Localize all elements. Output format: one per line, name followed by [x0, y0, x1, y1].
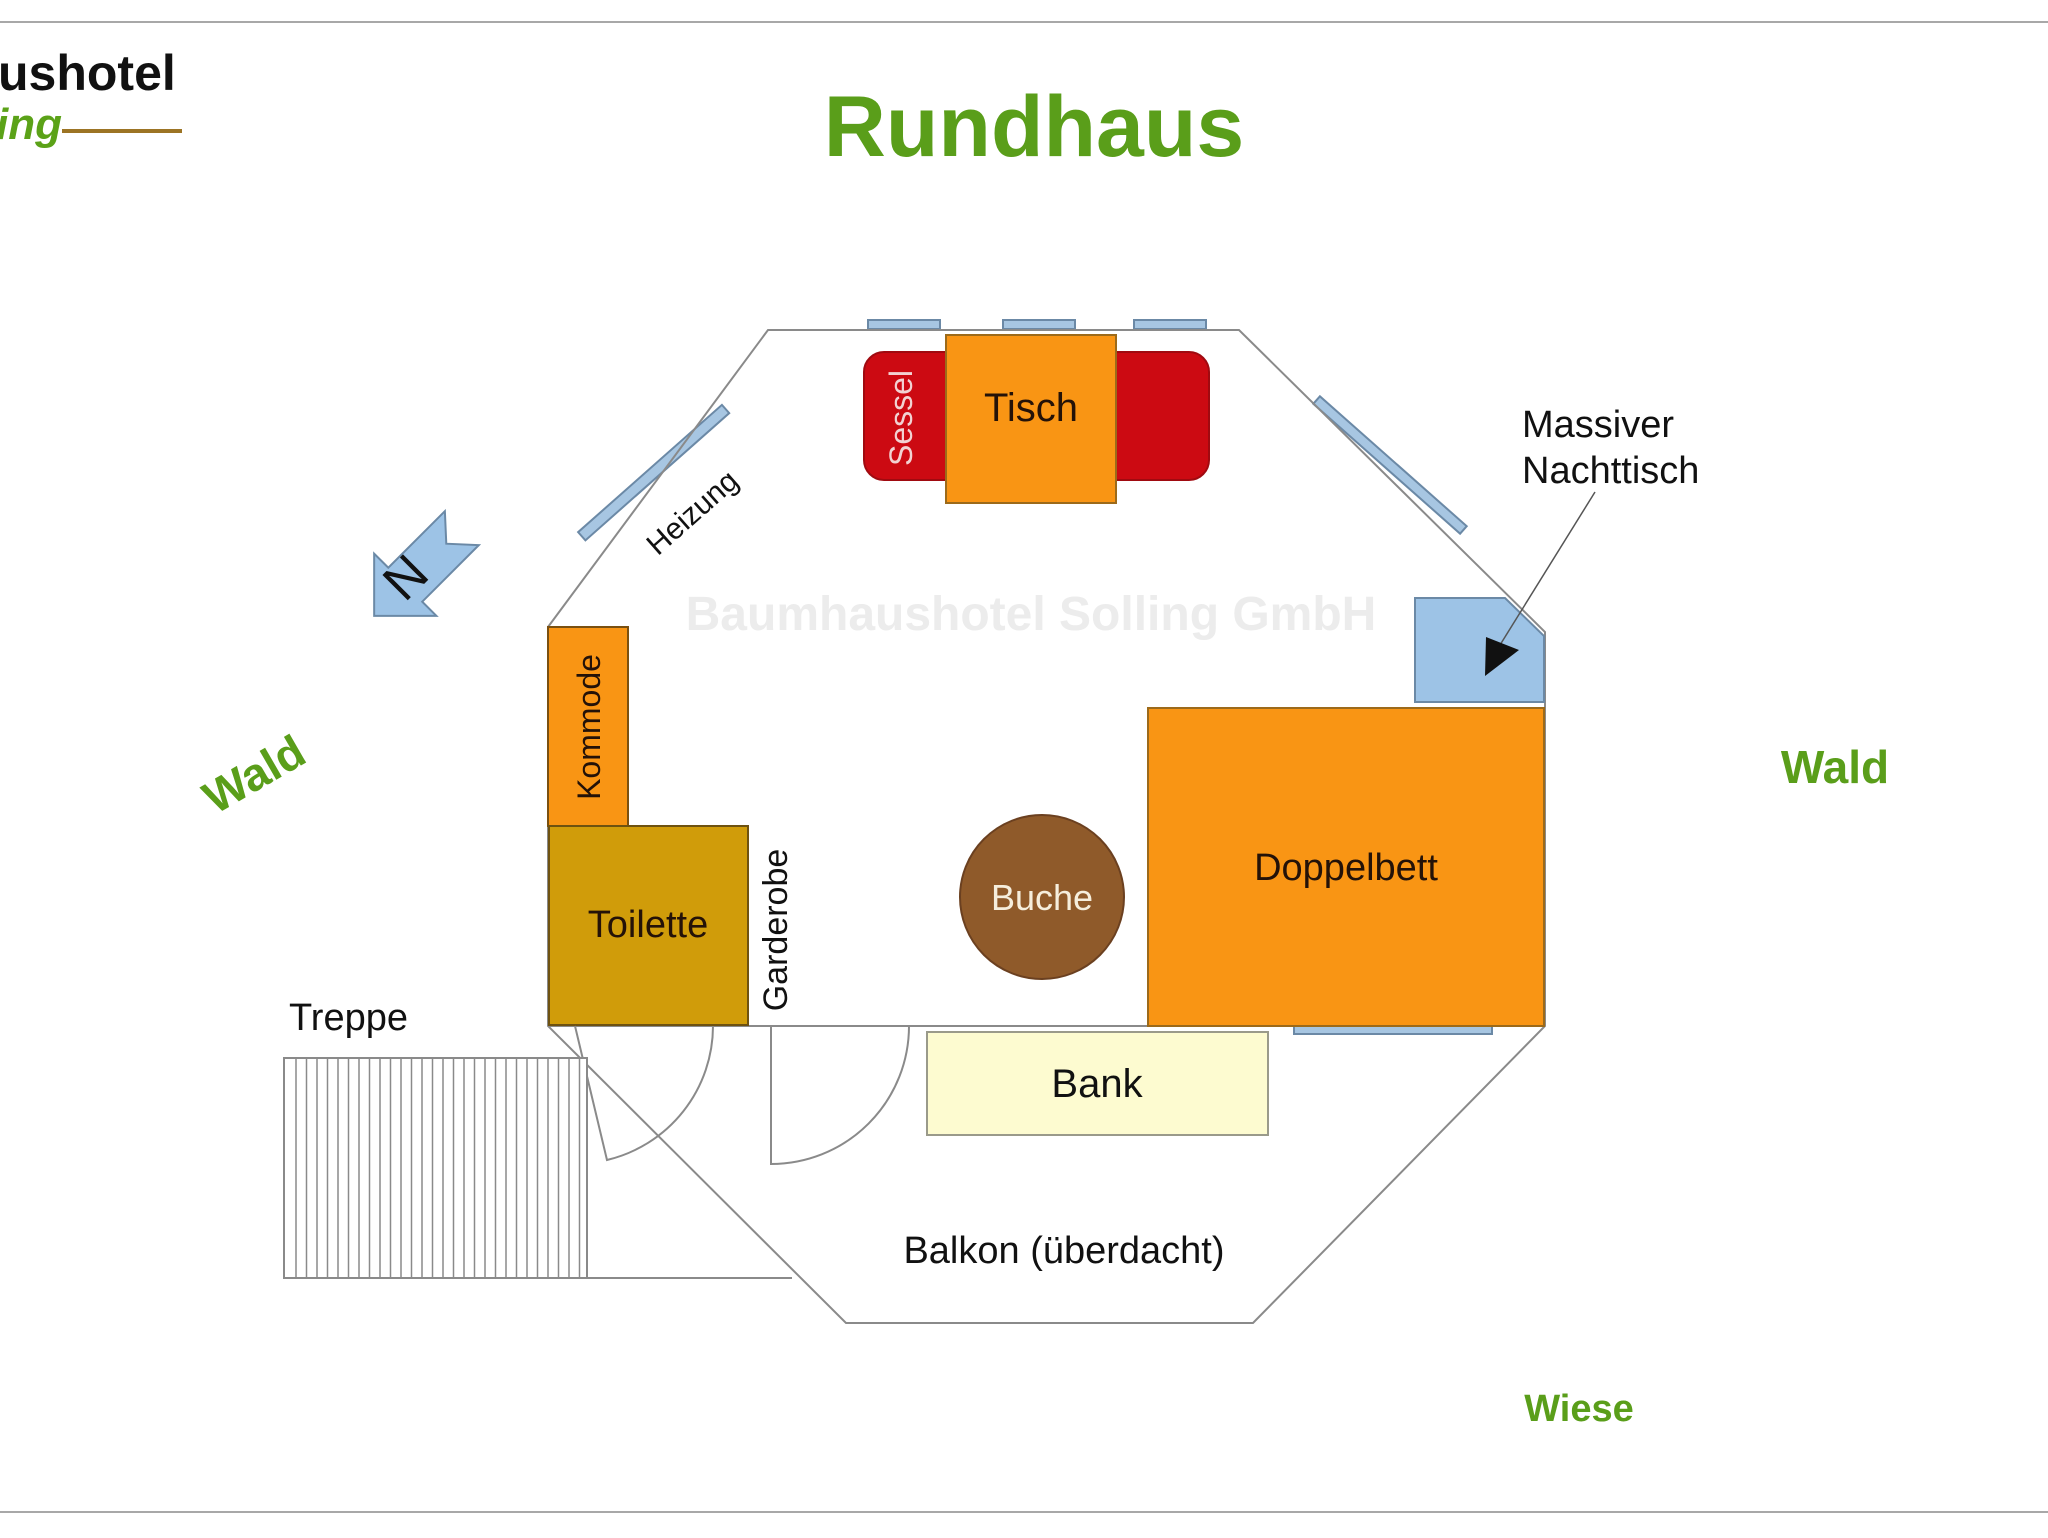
top-rule — [0, 21, 2048, 23]
treppe-label: Treppe — [289, 997, 408, 1039]
nachttisch-label-line2: Nachttisch — [1522, 450, 1699, 492]
tisch — [945, 334, 1117, 504]
tisch-label: Tisch — [984, 386, 1078, 430]
stairs — [283, 1057, 792, 1279]
nachttisch-pointer-arrow — [1485, 637, 1519, 676]
bank-label: Bank — [1051, 1062, 1143, 1106]
page-title: Rundhaus — [823, 79, 1245, 175]
logo-text-hotel: ushotel — [0, 45, 176, 101]
north-arrow — [373, 508, 482, 617]
doppelbett-label: Doppelbett — [1254, 847, 1438, 889]
kommode — [547, 626, 629, 827]
window-top-3 — [1133, 319, 1207, 330]
toilette — [548, 825, 749, 1026]
door-right — [770, 1025, 910, 1166]
nachttisch-label-line1: Massiver — [1522, 404, 1674, 446]
window-top-2 — [1002, 319, 1076, 330]
compass-arrow-icon — [373, 508, 482, 617]
nachttisch-pointer-line — [1499, 491, 1596, 646]
windows — [867, 319, 1493, 1035]
bank — [926, 1031, 1269, 1136]
logo-underline — [62, 129, 182, 133]
balkon-label: Balkon (überdacht) — [903, 1230, 1224, 1272]
toilette-label: Toilette — [588, 904, 708, 946]
window-diagonal-right — [1311, 394, 1469, 536]
wald-right-label: Wald — [1781, 741, 1889, 793]
heater — [576, 403, 731, 542]
logo-text-solling: ing — [0, 100, 62, 149]
wald-left-label: Wald — [194, 725, 314, 824]
door-left — [574, 1025, 714, 1162]
kommode-label: Kommode — [571, 654, 607, 800]
bottom-rule — [0, 1511, 2048, 1513]
wiese-label: Wiese — [1524, 1388, 1634, 1430]
doppelbett — [1147, 707, 1545, 1027]
garderobe-label: Garderobe — [757, 849, 795, 1012]
window-top-1 — [867, 319, 941, 330]
watermark: Baumhaushotel Solling GmbH — [686, 588, 1377, 641]
nachttisch — [1414, 597, 1545, 703]
buche-label: Buche — [991, 877, 1093, 918]
buche-tree — [959, 814, 1125, 980]
sessel-label: Sessel — [883, 370, 919, 466]
